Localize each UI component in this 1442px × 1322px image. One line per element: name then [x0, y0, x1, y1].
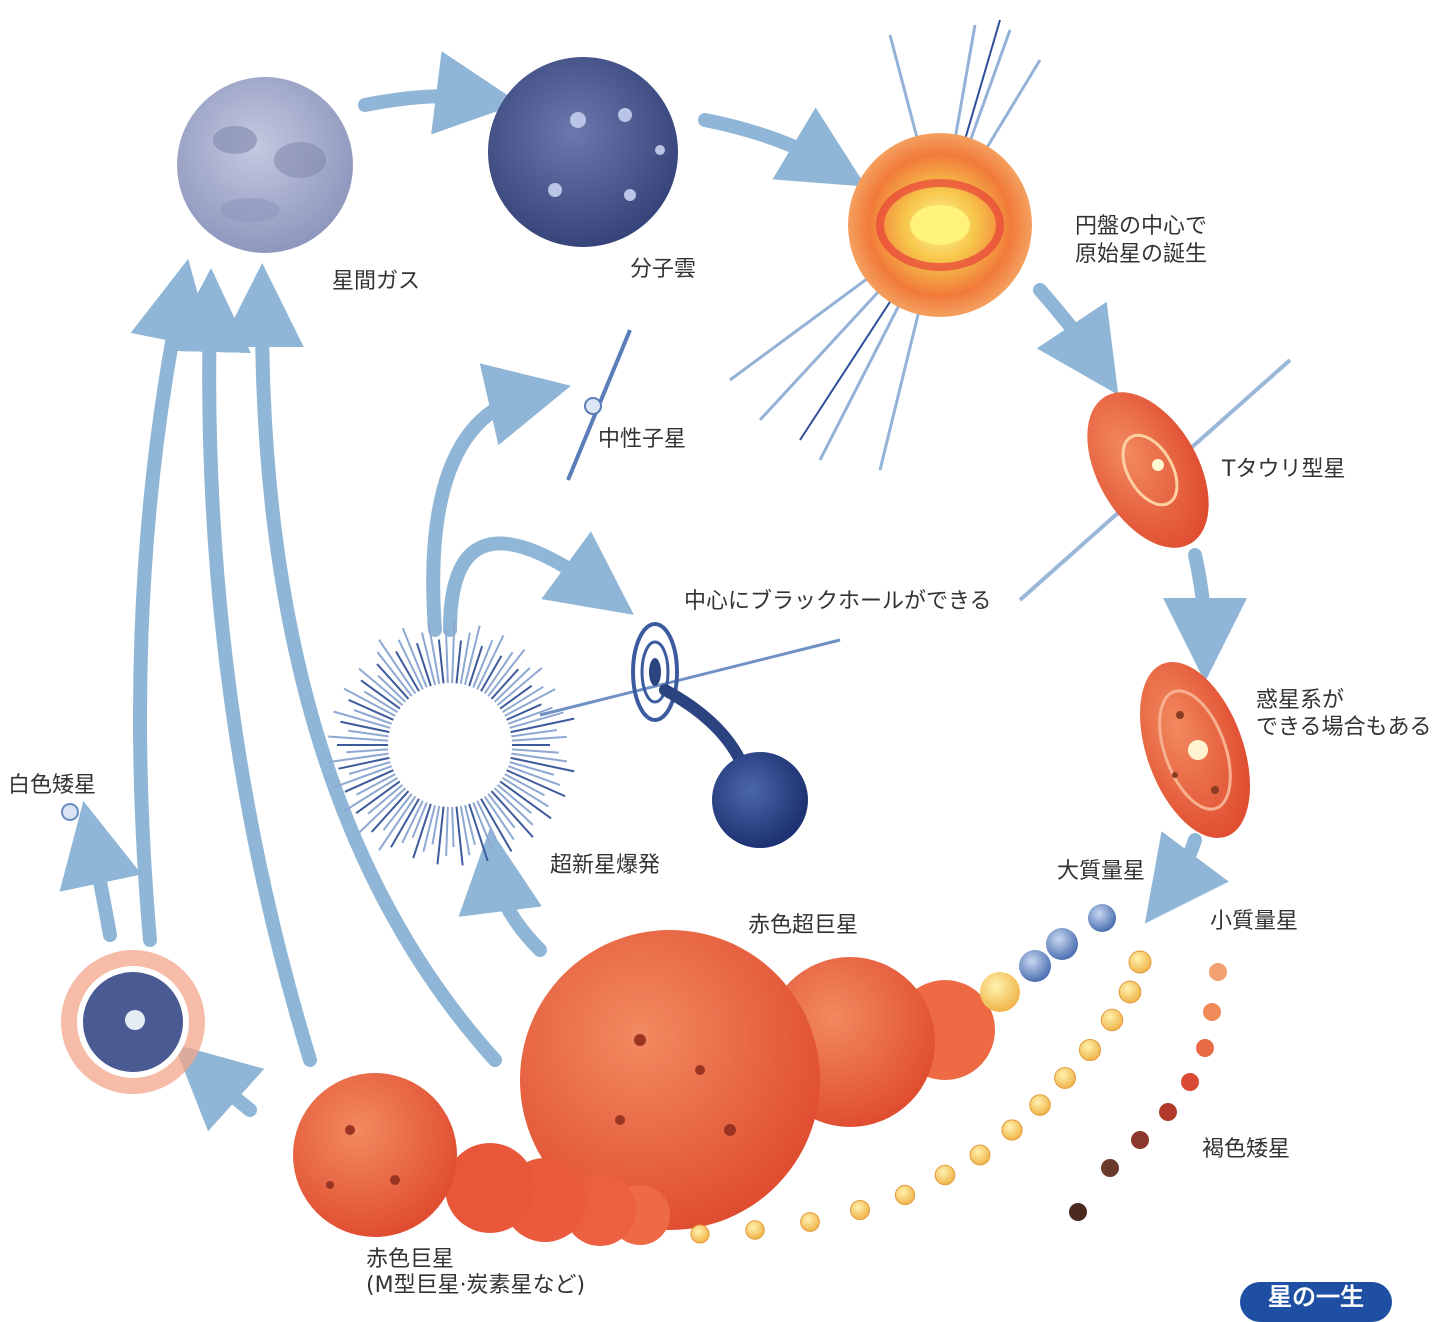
label-protostar-line1: 円盤の中心で: [1075, 213, 1207, 241]
label-t-tauri: Tタウリ型星: [1222, 456, 1345, 484]
supernova-ray: [461, 806, 470, 855]
arrow-supernova-to-blackhole: [450, 543, 600, 630]
supernova-ray: [346, 749, 388, 752]
high-mass-star-chain: [980, 904, 1116, 1012]
brown-dwarf: [1203, 1003, 1221, 1021]
supernova-ray: [497, 785, 531, 813]
arrow-protostar-to-ttauri: [1040, 290, 1095, 360]
supernova-ray: [340, 722, 389, 732]
brown-dwarf: [1159, 1103, 1177, 1121]
black-hole-icon: [540, 624, 840, 848]
protostar-disk-icon: [730, 20, 1040, 470]
planetary-nebula-icon: [61, 950, 205, 1094]
label-white-dwarf: 白色矮星: [8, 772, 96, 800]
molecular-cloud-icon: [488, 57, 678, 247]
brown-dwarf: [1069, 1203, 1087, 1221]
supernova-ray: [452, 807, 453, 847]
supernova-core: [390, 685, 510, 805]
supernova-ray: [512, 749, 559, 752]
low-mass-star: [1030, 1095, 1051, 1116]
label-red-supergiant: 赤色超巨星: [748, 912, 858, 940]
low-mass-star: [1055, 1068, 1076, 1089]
low-mass-star: [1129, 951, 1151, 973]
brown-dwarf: [1131, 1131, 1149, 1149]
low-mass-star: [851, 1201, 870, 1220]
label-molecular-cloud: 分子雲: [630, 256, 696, 284]
massive-star: [1019, 950, 1051, 982]
label-neutron-star: 中性子星: [598, 426, 686, 454]
low-mass-star: [1079, 1039, 1100, 1060]
label-protostar-line2: 原始星の誕生: [1075, 241, 1207, 269]
label-planetary-line1: 惑星系が: [1256, 687, 1344, 715]
brown-dwarf: [1196, 1039, 1214, 1057]
supernova-ray: [461, 633, 470, 684]
supernova-ray: [368, 785, 402, 814]
low-mass-star: [1119, 981, 1141, 1003]
label-planetary-line2: できる場合もある: [1256, 714, 1432, 742]
low-mass-star: [935, 1165, 955, 1185]
supernova-ray: [512, 737, 567, 741]
label-red-giant-line2: (M型巨星·炭素星など): [366, 1272, 585, 1300]
supernova-ray: [446, 630, 448, 683]
supernova-ray: [481, 799, 512, 852]
supernova-ray: [361, 680, 400, 708]
supernova-ray: [456, 641, 460, 684]
arrow-gas-to-cloud: [365, 96, 478, 105]
title-badge: 星の一生: [1240, 1282, 1392, 1322]
label-brown-dwarf: 褐色矮星: [1202, 1136, 1290, 1164]
massive-star: [1046, 928, 1078, 960]
brown-dwarf: [1209, 963, 1227, 981]
supernova-ray: [384, 794, 412, 830]
supernova-ray: [446, 807, 448, 856]
massive-star: [1088, 904, 1116, 932]
low-mass-star: [1002, 1120, 1022, 1140]
brown-dwarf: [1101, 1159, 1119, 1177]
supernova-ray: [495, 668, 530, 702]
supernova-ray: [377, 664, 408, 699]
arrow-return-1: [140, 300, 180, 940]
arrow-redgiant-to-nebula: [205, 1072, 250, 1110]
brown-dwarf-chain: [1069, 963, 1227, 1221]
low-mass-star: [895, 1185, 914, 1204]
arrow-ttauri-to-planetary: [1195, 555, 1205, 640]
massive-star: [980, 972, 1020, 1012]
arrow-planetary-to-massive: [1170, 840, 1195, 890]
neutron-star-icon: [568, 330, 630, 480]
arrow-cloud-to-protostar: [705, 120, 830, 165]
supernova-ray: [328, 736, 388, 740]
arrow-supergiant-to-supernova: [495, 870, 540, 950]
brown-dwarf: [1181, 1073, 1199, 1091]
low-mass-star: [970, 1145, 990, 1165]
label-supernova: 超新星爆発: [550, 852, 660, 880]
label-interstellar-gas: 星間ガス: [332, 268, 420, 296]
label-low-mass-star: 小質量星: [1210, 908, 1298, 936]
supernova-burst-icon: [328, 621, 574, 865]
label-high-mass-star: 大質量星: [1057, 858, 1145, 886]
arrow-nebula-to-whitedwarf: [92, 842, 110, 935]
low-mass-star: [746, 1221, 764, 1239]
white-dwarf-icon: [62, 804, 78, 820]
low-mass-star: [1101, 1009, 1122, 1030]
low-mass-star: [691, 1225, 709, 1243]
low-mass-star: [801, 1213, 820, 1232]
supernova-ray: [439, 640, 444, 684]
planetary-disk-icon: [1118, 647, 1271, 853]
label-red-giant-line1: 赤色巨星: [366, 1246, 454, 1274]
label-black-hole: 中心にブラックホールができる: [684, 588, 992, 616]
gas-cloud-icon: [177, 77, 353, 253]
